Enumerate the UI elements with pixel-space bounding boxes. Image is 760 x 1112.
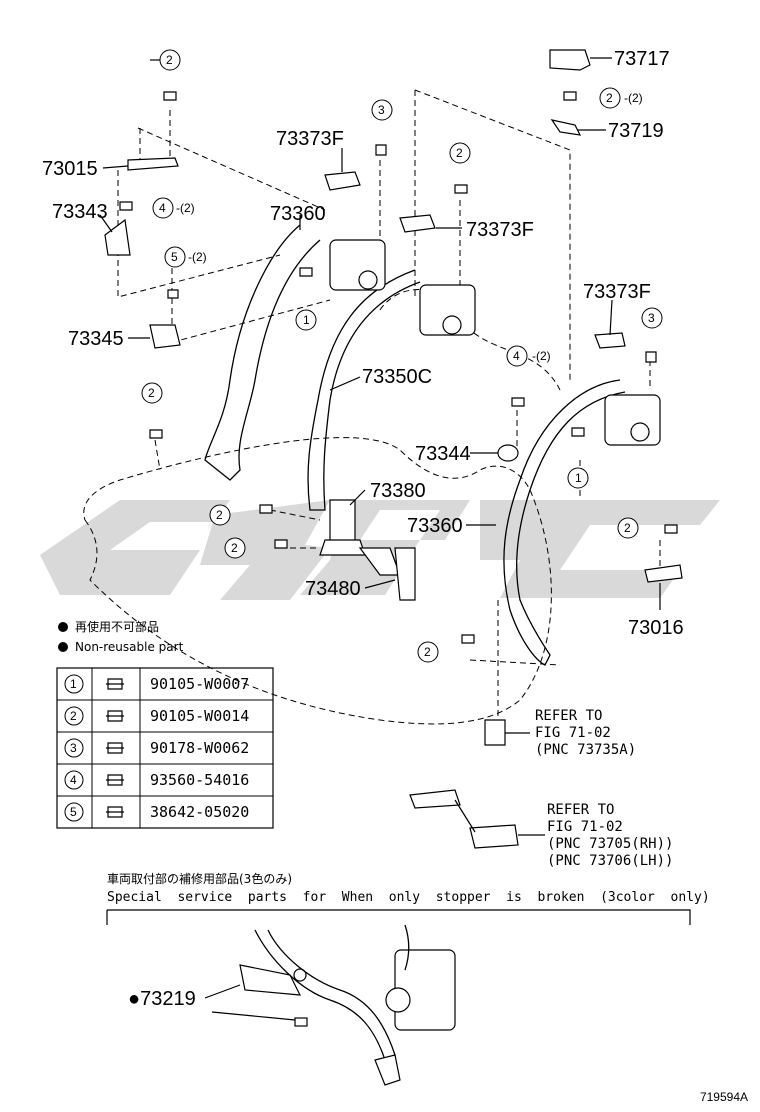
bolts [119,91,678,644]
refer-note-1: REFER TO FIG 71-02 (PNC 73735A) [535,708,636,758]
part-73343: 73343 [52,201,108,223]
assembly-dashed-lines [83,89,661,725]
part-73344: 73344 [415,443,471,465]
part-73719: 73719 [608,120,664,142]
part-73360: 73360 [270,203,326,225]
special-parts-section: 車両取付部の補修用部品(3色のみ) Special service parts … [106,871,710,1086]
brackets-and-covers [104,49,683,1027]
table-row-number: 5 [70,805,77,819]
svg-text:(PNC 73706(LH)): (PNC 73706(LH)) [547,853,673,869]
part-73373f: 73373F [583,281,651,303]
part-73717: 73717 [614,48,670,70]
svg-text:REFER TO: REFER TO [547,802,614,818]
part-73373f: 73373F [466,219,534,241]
table-row-part-number: 90178-W0062 [150,739,249,757]
table-row-number: 1 [70,677,77,691]
callout-2: 2 [231,541,238,555]
callout-2: 2 [606,91,613,105]
table-row-part-number: 90105-W0007 [150,675,249,693]
callout-2: 2 [624,521,631,535]
legend-en: Non-reusable part [75,640,184,654]
callout-qty: -(2) [188,250,207,264]
fastener-icon [106,806,124,818]
callout-qty: -(2) [176,201,195,215]
callout-2: 2 [424,645,431,659]
table-row-part-number: 38642-05020 [150,803,249,821]
svg-text:REFER TO: REFER TO [535,708,602,724]
callout-4: 4 [513,349,520,363]
leader-lines [99,57,661,1021]
svg-text:(PNC 73735A): (PNC 73735A) [535,742,636,758]
retractors [329,239,661,1031]
table-row-number: 3 [70,741,77,755]
callout-qty: -(2) [624,91,643,105]
fastener-table [56,667,274,829]
legend: 再使用不可部品 Non-reusable part [58,619,184,654]
callout-5: 5 [171,250,178,264]
callout-2: 2 [148,386,155,400]
part-73219: ●73219 [128,988,196,1010]
svg-text:(PNC 73705(RH)): (PNC 73705(RH)) [547,836,673,852]
svg-text:FIG 71-02: FIG 71-02 [535,725,611,741]
fastener-table-rows: 1 90105-W0007 2 90105-W0014 3 90178-W0062 4 935… [64,674,249,822]
fastener-icon [106,678,124,690]
table-row-part-number: 93560-54016 [150,771,249,789]
fastener-icon [106,710,124,722]
part-73480: 73480 [305,578,361,600]
table-row-callout [64,738,84,758]
part-73350c: 73350C [362,366,432,388]
callout-1: 1 [303,313,310,327]
callout-4: 4 [159,201,166,215]
callout-labels: 2 2 -(2) 3 2 4 -(2) 5 -(2) 1 3 4 -(2) 2 … [148,53,655,659]
callout-2: 2 [216,508,223,522]
table-row-part-number: 90105-W0014 [150,707,249,725]
callout-circles [141,49,663,663]
table-row-callout [64,802,84,822]
callout-2: 2 [166,53,173,67]
table-row-number: 4 [70,773,77,787]
refer-note-2: REFER TO FIG 71-02 (PNC 73705(RH)) (PNC … [547,802,673,869]
part-73345: 73345 [68,328,124,350]
part-73380: 73380 [370,480,426,502]
part-73373f: 73373F [276,128,344,150]
svg-text:FIG 71-02: FIG 71-02 [547,819,623,835]
legend-jp: 再使用不可部品 [75,619,159,634]
callout-2: 2 [456,146,463,160]
fastener-icon [106,774,124,786]
fastener-icon [106,742,124,754]
callout-1: 1 [575,471,582,485]
part-73360: 73360 [407,515,463,537]
table-row-callout [64,770,84,790]
callout-3: 3 [378,103,385,117]
figure-id: 719594A [699,1090,748,1104]
callout-qty: -(2) [532,349,551,363]
part-73015: 73015 [42,158,98,180]
special-note-en: Special service parts for When only stop… [107,890,710,905]
table-row-callout [64,706,84,726]
special-note-jp: 車両取付部の補修用部品(3色のみ) [107,871,292,886]
seat-belts [204,224,626,666]
part-73016: 73016 [628,617,684,639]
callout-3: 3 [648,311,655,325]
table-row-callout [64,674,84,694]
table-row-number: 2 [70,709,77,723]
part-number-labels: 73717 73719 73015 73343 73345 73373F 733… [42,48,684,1010]
